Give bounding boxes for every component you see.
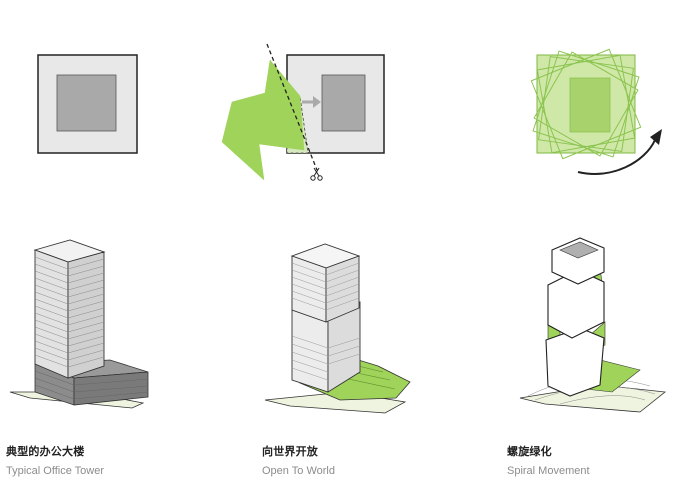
caption-title-en: Typical Office Tower — [6, 465, 105, 477]
tower-block-bottom — [545, 327, 605, 397]
caption-title-cn: 螺旋绿化 — [507, 445, 552, 458]
plan-open-to-world — [221, 43, 385, 181]
green-arrow — [221, 59, 305, 181]
axo-typical-office — [9, 239, 149, 409]
caption-title-cn: 向世界开放 — [262, 445, 318, 458]
axo-spiral — [519, 237, 667, 413]
arrow-right-icon — [302, 96, 321, 108]
caption-title-en: Open To World — [262, 465, 335, 477]
podium-right — [73, 371, 149, 406]
plan-core — [569, 77, 611, 133]
roof — [559, 241, 599, 259]
caption-spiral: 螺旋绿化 Spiral Movement — [507, 445, 700, 478]
tower-upper-right — [325, 255, 360, 323]
plan-core — [56, 74, 117, 132]
plan-spiral — [530, 48, 662, 175]
tower-left — [34, 249, 69, 379]
caption-title-cn: 典型的办公大楼 — [6, 445, 85, 458]
cut-line — [266, 43, 318, 171]
tower-right — [67, 251, 105, 379]
axo-open-to-world — [264, 243, 411, 414]
plan-core — [321, 74, 366, 132]
plan-typical-office — [37, 54, 138, 154]
tower-upper-left — [291, 255, 327, 323]
caption-title-en: Spiral Movement — [507, 465, 590, 477]
caption-typical-office: 典型的办公大楼 Typical Office Tower — [6, 445, 206, 478]
caption-open-to-world: 向世界开放 Open To World — [262, 445, 462, 478]
scissors-icon — [310, 167, 323, 181]
curved-arrow-icon — [577, 139, 656, 175]
